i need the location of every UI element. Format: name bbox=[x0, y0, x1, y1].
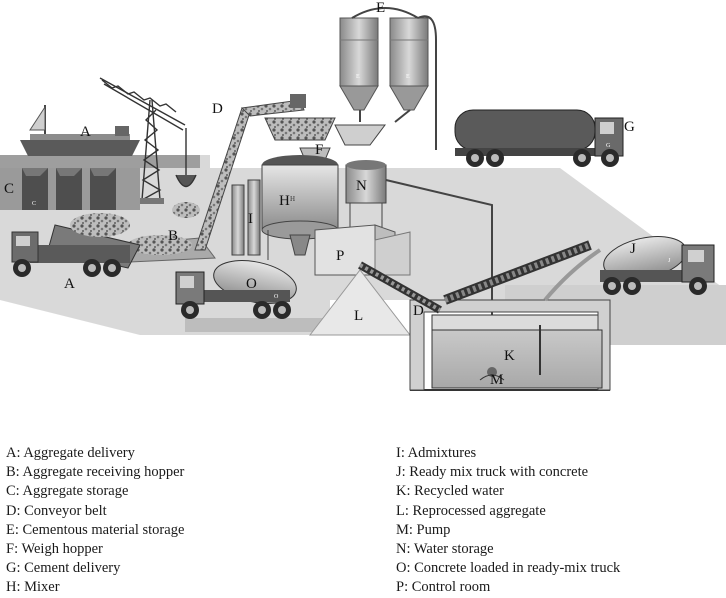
label-j: J bbox=[630, 241, 636, 257]
tag-g: G bbox=[606, 143, 611, 149]
control-room bbox=[314, 224, 411, 276]
label-k: K bbox=[504, 348, 515, 364]
legend-right: I: Admixtures J: Ready mix truck with co… bbox=[396, 444, 620, 598]
legend-item-g: G: Cement delivery bbox=[6, 560, 121, 577]
legend-item-f: F: Weigh hopper bbox=[6, 541, 103, 558]
ship bbox=[20, 105, 140, 156]
label-c: C bbox=[4, 181, 14, 197]
label-p: P bbox=[336, 248, 344, 264]
legend-item-o: O: Concrete loaded in ready-mix truck bbox=[396, 560, 621, 577]
legend-item-p: P: Control room bbox=[396, 579, 491, 596]
cement-tanker bbox=[454, 109, 624, 167]
label-a-truck: A bbox=[64, 276, 75, 292]
label-n: N bbox=[356, 178, 367, 194]
recycling-unit bbox=[358, 240, 611, 391]
label-a-ship: A bbox=[80, 124, 91, 140]
label-i: I bbox=[248, 211, 253, 227]
legend-item-b: B: Aggregate receiving hopper bbox=[6, 464, 185, 481]
tag-e2: E bbox=[406, 74, 410, 80]
legend-item-d: D: Conveyor belt bbox=[6, 502, 107, 519]
legend-item-c: C: Aggregate storage bbox=[6, 483, 129, 500]
legend-item-l: L: Reprocessed aggregate bbox=[396, 502, 546, 519]
label-e: E bbox=[376, 0, 385, 16]
ready-mix-truck-j bbox=[543, 236, 715, 302]
label-m: M bbox=[490, 372, 503, 388]
tag-c: C bbox=[32, 201, 36, 207]
ready-mix-truck-o bbox=[175, 260, 297, 319]
legend-left: A: Aggregate delivery B: Aggregate recei… bbox=[6, 444, 184, 598]
legend-item-h: H: Mixer bbox=[6, 579, 60, 596]
aggregate-receiving-hopper bbox=[117, 202, 216, 263]
label-d-conveyor: D bbox=[212, 101, 223, 117]
legend-item-a: A: Aggregate delivery bbox=[6, 445, 135, 461]
crane bbox=[99, 77, 197, 204]
label-f: F bbox=[315, 142, 323, 158]
mixer bbox=[261, 155, 339, 260]
label-o: O bbox=[246, 276, 257, 292]
label-g: G bbox=[624, 119, 635, 135]
label-b: B bbox=[168, 228, 178, 244]
legend-item-e: E: Cementous material storage bbox=[6, 521, 185, 538]
tag-h: H bbox=[290, 195, 295, 203]
label-h: H bbox=[279, 193, 290, 209]
aggregate-storage bbox=[0, 168, 140, 210]
legend-item-i: I: Admixtures bbox=[396, 445, 477, 461]
cement-silos bbox=[339, 7, 437, 150]
legend-item-k: K: Recycled water bbox=[396, 483, 504, 500]
batching-plant-diagram: A A B C D D E F G H I J K L M N O P H E … bbox=[0, 0, 726, 391]
water-storage bbox=[345, 160, 493, 340]
conveyor-belt bbox=[194, 94, 306, 251]
dump-truck bbox=[11, 213, 141, 277]
tag-j: J bbox=[668, 258, 671, 264]
tag-e1: E bbox=[356, 74, 360, 80]
label-d-second: D bbox=[413, 303, 424, 319]
legend-item-j: J: Ready mix truck with concrete bbox=[396, 464, 589, 481]
reprocessed-aggregate bbox=[308, 269, 412, 336]
legend-item-n: N: Water storage bbox=[396, 541, 494, 558]
legend-item-m: M: Pump bbox=[396, 521, 451, 538]
tag-o: O bbox=[274, 294, 279, 300]
label-l: L bbox=[354, 308, 363, 324]
weigh-hopper bbox=[264, 117, 386, 161]
admixture-tanks bbox=[231, 179, 261, 256]
